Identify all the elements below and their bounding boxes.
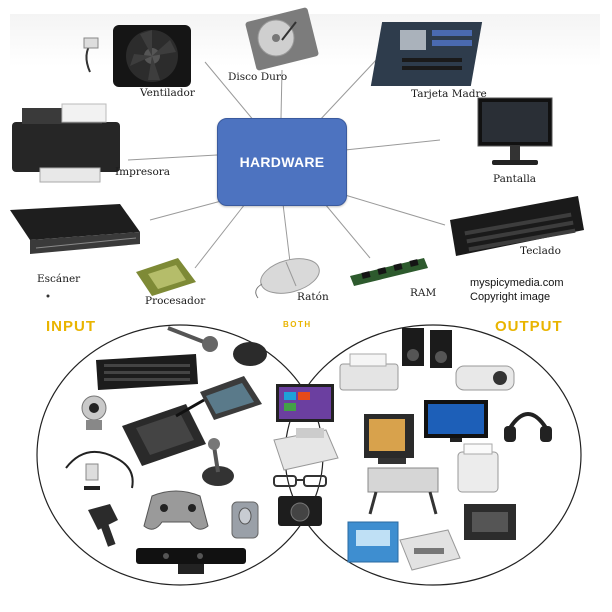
plotter-icon: [367, 467, 439, 515]
webcam-icon: [81, 395, 107, 430]
label-printer: Impresora: [115, 166, 170, 178]
bullet-dot: [46, 294, 50, 298]
label-printer-icon: [399, 529, 461, 571]
credit-site: myspicymedia.com: [470, 277, 564, 289]
projector-icon: [455, 365, 515, 391]
connector-lines: [127, 57, 446, 269]
barcode-scanner-icon: [88, 504, 118, 547]
input-devices: [65, 326, 267, 574]
hardware-hub-box: HARDWARE: [217, 118, 347, 206]
label-keyboard: Teclado: [520, 245, 561, 257]
fan-icon: [83, 25, 191, 87]
camera-icon: [278, 496, 322, 526]
touchscreen-icon: [276, 384, 334, 422]
hard-disk-icon: [245, 7, 319, 71]
venn-output-title: OUTPUT: [495, 318, 563, 335]
venn-input-title: INPUT: [46, 318, 96, 335]
speakers-icon: [402, 328, 452, 368]
image-credit: myspicymedia.com Copyright image: [470, 276, 564, 304]
keyboard-icon: [450, 196, 584, 256]
label-ram: RAM: [410, 287, 436, 299]
gamepad-icon: [143, 490, 209, 530]
3d-printer-icon: [464, 504, 516, 540]
motherboard-icon: [370, 22, 483, 86]
usb-cable-icon: [65, 450, 134, 490]
both-devices: [273, 384, 339, 526]
headphones-icon: [504, 412, 552, 442]
output-printer-icon: [339, 353, 399, 391]
mouse-icon: [255, 258, 320, 299]
input-keyboard-icon: [96, 354, 198, 390]
label-hard-disk: Disco Duro: [228, 71, 287, 83]
smart-glasses-icon: [273, 475, 327, 487]
fax-machine-icon: [273, 428, 339, 471]
joystick-icon: [202, 438, 234, 486]
lcd-monitor-icon: [424, 400, 488, 442]
label-scanner: Escáner: [37, 273, 81, 285]
ram-icon: [350, 258, 428, 286]
input-scanner-icon: [200, 376, 262, 420]
hardware-hub-title: HARDWARE: [239, 154, 325, 170]
receipt-printer-icon: [457, 443, 499, 493]
printer-icon: [12, 103, 120, 183]
output-devices: [339, 328, 552, 571]
label-fan: Ventilador: [139, 87, 196, 99]
label-monitor: Pantalla: [493, 173, 536, 185]
laser-cutter-icon: [347, 521, 399, 563]
graphics-tablet-icon: [122, 398, 206, 466]
microphone-icon: [167, 326, 218, 352]
input-mouse-icon: [233, 342, 267, 366]
scanner-icon: [10, 204, 140, 254]
label-processor: Procesador: [145, 295, 206, 307]
fingerprint-reader-icon: [231, 501, 259, 539]
label-motherboard: Tarjeta Madre: [411, 88, 487, 100]
monitor-icon: [477, 97, 553, 165]
processor-icon: [136, 258, 196, 296]
credit-copyright: Copyright image: [470, 291, 551, 303]
crt-monitor-icon: [364, 414, 414, 464]
motion-sensor-icon: [136, 548, 246, 574]
venn-both-title: BOTH: [283, 320, 312, 329]
label-mouse: Ratón: [297, 291, 329, 303]
